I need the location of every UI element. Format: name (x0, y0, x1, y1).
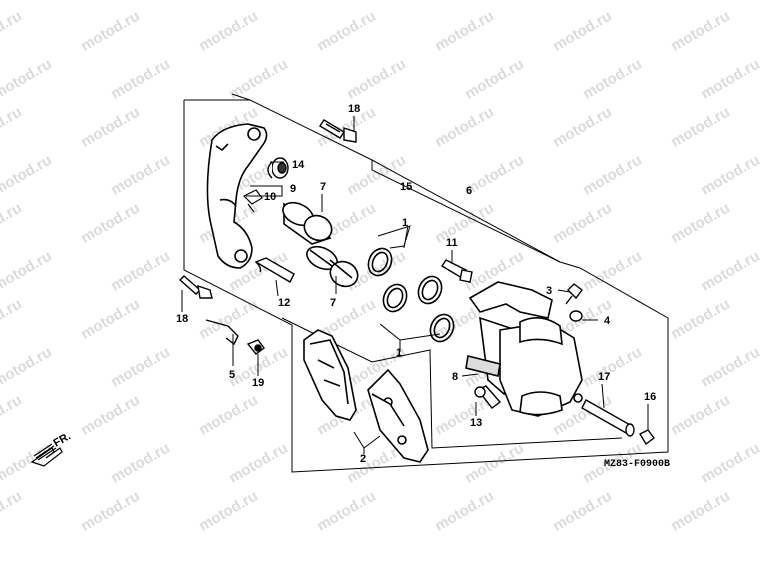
boot-14 (267, 157, 289, 179)
callout-11: 11 (446, 237, 458, 249)
callout-10: 10 (264, 191, 276, 203)
piston-lower (306, 245, 359, 288)
pin-12 (254, 257, 295, 283)
bleeder-3 (565, 283, 583, 305)
front-direction-arrow (30, 443, 63, 467)
pin-17 (581, 399, 635, 437)
callout-6: 6 (466, 185, 472, 197)
callout-13: 13 (470, 417, 482, 429)
callout-8: 8 (452, 371, 458, 383)
callout-9: 9 (290, 183, 296, 195)
callout-16: 16 (644, 391, 656, 403)
diagram-code: MZ83-F0900B (604, 459, 670, 470)
callout-17: 17 (598, 371, 610, 383)
bolt-13 (474, 385, 502, 409)
nut-16 (639, 429, 655, 446)
brake-pad-front (303, 329, 357, 421)
piston-upper (282, 201, 333, 245)
callout-7-lower: 7 (330, 297, 336, 309)
cap-4 (569, 310, 583, 322)
spring-5 (205, 319, 239, 346)
callout-12: 12 (278, 297, 290, 309)
seal-set-1 (367, 247, 455, 343)
callout-15: 15 (400, 181, 412, 193)
leader-lines (181, 116, 649, 454)
clip-10 (242, 189, 263, 213)
direction-label: FR. (52, 430, 73, 449)
bolt-18-top (319, 119, 357, 143)
callout-5: 5 (229, 369, 235, 381)
callout-3: 3 (546, 285, 552, 297)
bolt-19 (246, 339, 265, 355)
assembly-outline (183, 93, 669, 473)
callout-18-top: 18 (348, 103, 360, 115)
callout-4: 4 (604, 315, 611, 327)
callout-2: 2 (360, 453, 366, 465)
caliper-body (465, 281, 583, 417)
callout-1-upper: 1 (402, 217, 408, 229)
callout-14: 14 (292, 159, 305, 171)
callout-1-lower: 1 (396, 347, 402, 359)
brake-pad-rear (367, 368, 429, 463)
callout-18-lower: 18 (176, 313, 188, 325)
pin-11 (441, 259, 473, 283)
caliper-bracket (206, 123, 268, 269)
callout-7-upper: 7 (320, 181, 326, 193)
callout-19: 19 (252, 377, 264, 389)
bolt-18-lower (178, 275, 213, 299)
